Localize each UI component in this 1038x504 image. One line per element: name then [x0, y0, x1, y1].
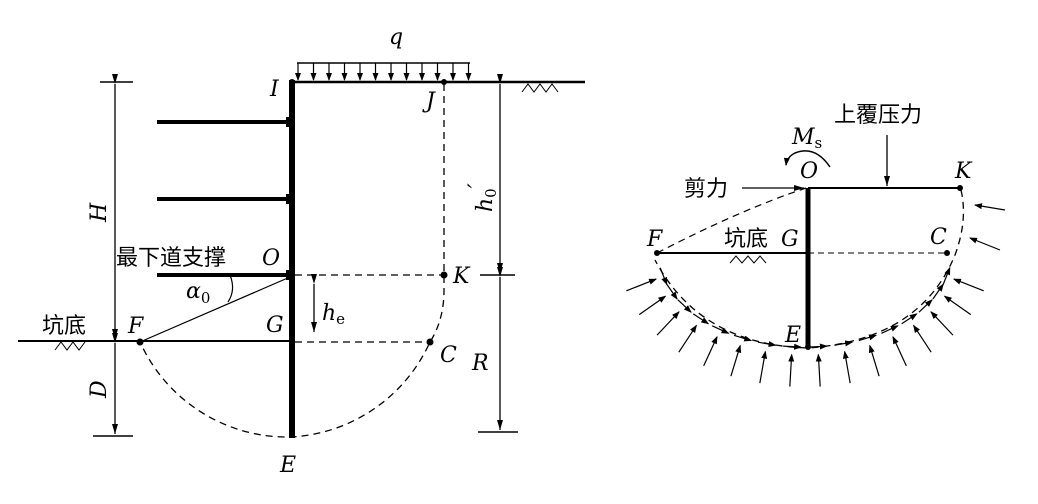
label-J: J	[422, 89, 436, 114]
label-h0-prime: h0′	[465, 183, 500, 212]
label-K: K	[452, 264, 471, 289]
shear-arrow	[659, 267, 668, 286]
label-C: C	[440, 343, 457, 368]
shear-arrow	[942, 266, 951, 285]
earth-pressure-arrow	[638, 295, 667, 316]
label-G: G	[266, 313, 284, 338]
shear-arrow	[858, 334, 877, 342]
angle-arc	[227, 274, 234, 303]
label-pit-bottom: 坑底	[42, 314, 86, 339]
label-overburden: 上覆压力	[834, 103, 922, 128]
left-labels: q I J K 最下道支撑 O α0 坑底 F G he C R E H D h…	[42, 25, 500, 478]
label-O: O	[262, 246, 280, 271]
label-O: O	[800, 159, 818, 184]
label-alpha0: α0	[186, 279, 210, 307]
earth-pressure-arrows	[626, 203, 1006, 387]
earth-pressure-arrow	[788, 353, 795, 387]
label-he: he	[322, 301, 345, 328]
label-I: I	[269, 77, 280, 102]
shear-arrow	[733, 334, 753, 342]
dashed-FO	[656, 187, 807, 254]
right-diagram	[626, 135, 1006, 387]
label-K: K	[954, 159, 973, 184]
earth-pressure-arrow	[703, 335, 718, 367]
shear-arrow	[881, 325, 899, 334]
shear-arrow	[692, 313, 710, 325]
earth-pressure-arrow	[913, 324, 932, 353]
label-shear: 剪力	[684, 177, 728, 202]
earth-pressure-arrow	[656, 311, 680, 336]
label-C: C	[930, 225, 947, 250]
moment-arrow	[783, 150, 831, 168]
pit-hatch	[54, 341, 86, 351]
label-E: E	[279, 453, 296, 478]
label-pit-bottom: 坑底	[724, 227, 768, 252]
label-G: G	[781, 227, 799, 252]
right-labels: 上覆压力 Ms O 剪力 K F 坑底 G C E	[646, 103, 973, 348]
pit-hatch	[729, 255, 767, 264]
ground-hatch-right	[521, 83, 559, 93]
label-D: D	[87, 380, 112, 399]
earth-pressure-arrow	[974, 203, 1006, 211]
shear-arrow	[808, 343, 828, 350]
label-R: R	[471, 351, 489, 376]
load-arrows	[295, 63, 472, 81]
shear-arrow	[711, 325, 730, 334]
shear-arrow	[918, 299, 933, 313]
label-F: F	[646, 227, 663, 252]
label-E: E	[784, 323, 801, 348]
earth-pressure-arrow	[815, 353, 822, 387]
line-OF	[139, 276, 291, 343]
earth-pressure-arrow	[952, 278, 984, 292]
shear-arrow	[901, 313, 918, 325]
shear-arrow	[834, 340, 854, 347]
shear-arrow	[677, 299, 692, 313]
earth-pressure-arrow	[892, 335, 907, 367]
shear-arrow	[757, 341, 777, 348]
earth-pressure-arrow	[930, 311, 954, 336]
shear-resistance-arrows	[659, 266, 951, 350]
left-diagram	[18, 62, 585, 438]
shear-arrow	[666, 283, 678, 300]
earth-pressure-arrow	[842, 350, 851, 384]
label-F: F	[127, 314, 144, 339]
earth-pressure-arrow	[943, 295, 972, 316]
label-Ms: Ms	[791, 125, 822, 152]
label-lowest-strut: 最下道支撑	[116, 246, 226, 271]
earth-pressure-arrow	[868, 344, 880, 377]
earth-pressure-arrow	[759, 350, 768, 384]
earth-pressure-arrow	[678, 324, 697, 353]
shear-arrow	[932, 283, 944, 300]
shear-arrow	[783, 343, 803, 350]
label-H: H	[87, 202, 112, 223]
label-q: q	[389, 25, 403, 50]
earth-pressure-arrow	[969, 237, 1001, 251]
earth-pressure-arrow	[730, 344, 742, 377]
earth-pressure-arrow	[626, 278, 658, 292]
